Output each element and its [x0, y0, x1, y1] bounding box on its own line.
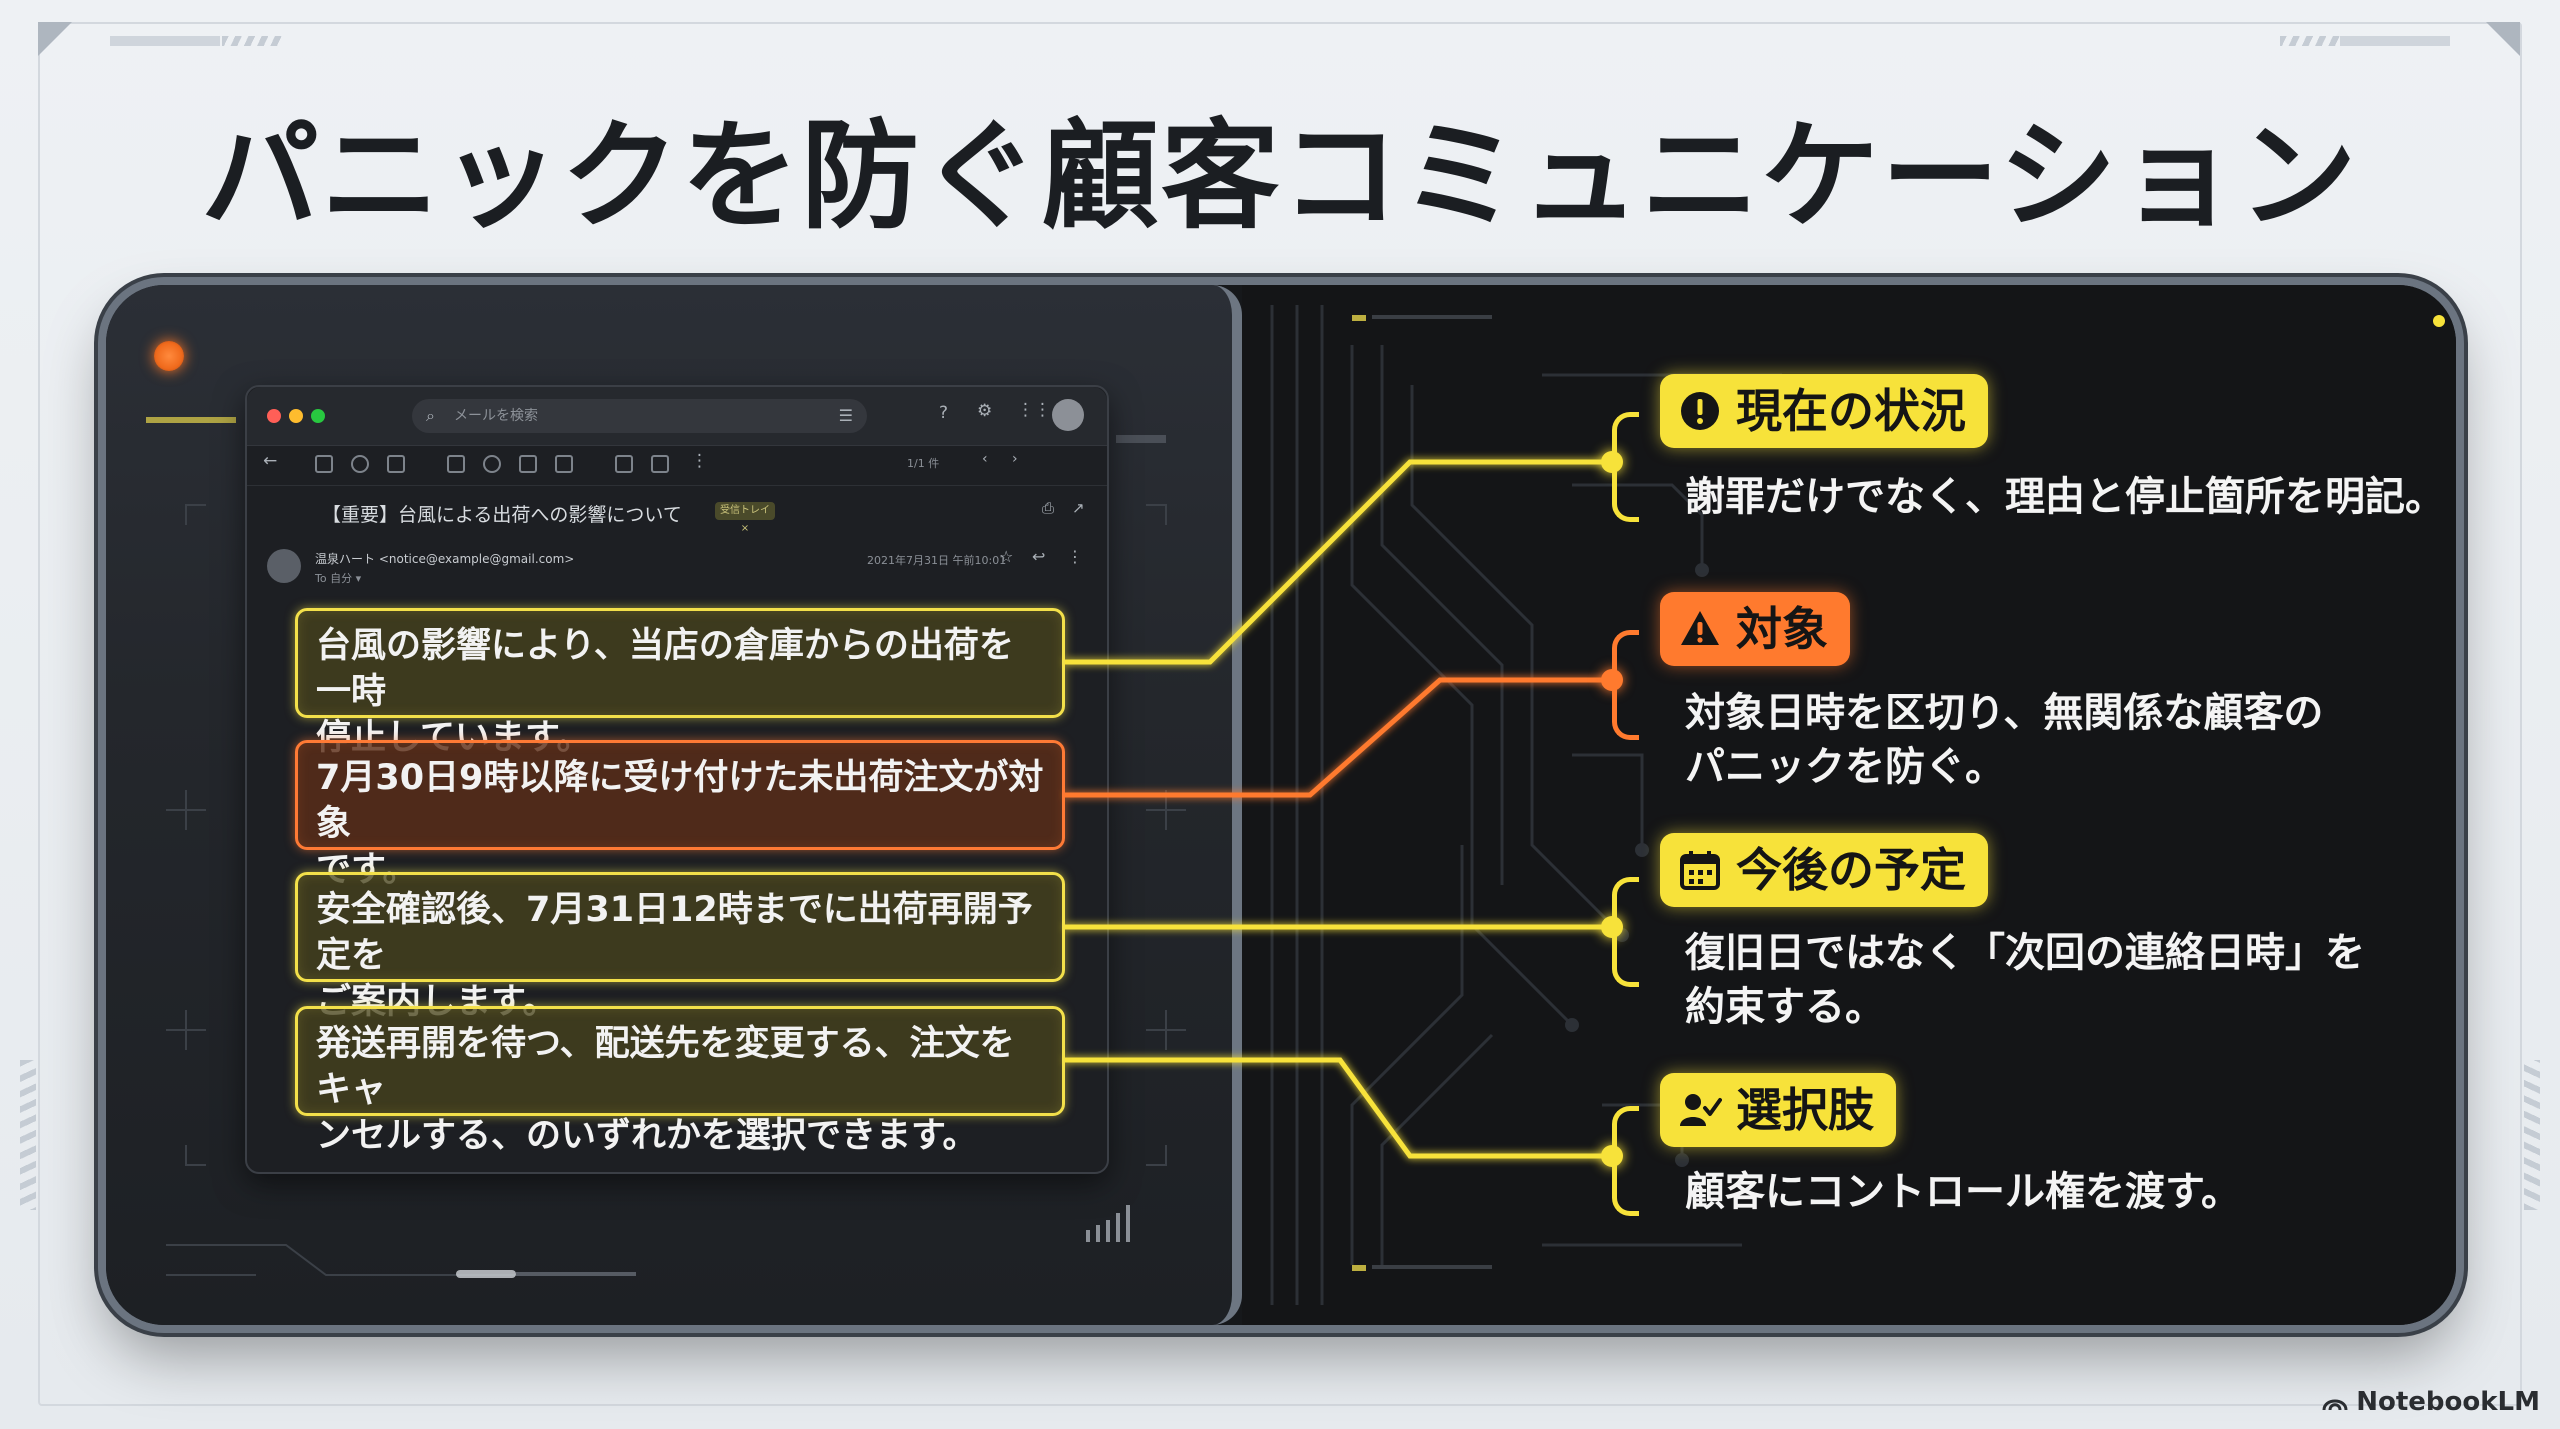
- task-icon[interactable]: [519, 455, 537, 473]
- node-options: [1601, 1145, 1623, 1167]
- deco-slash-right: [2524, 1060, 2540, 1210]
- archive-icon[interactable]: [315, 455, 333, 473]
- inbox-tag[interactable]: 受信トレイ ×: [715, 502, 775, 534]
- star-icon[interactable]: ☆: [999, 547, 1014, 566]
- message-count: 1/1 件: [907, 457, 940, 470]
- message-line: 発送再開を待つ、配送先を変更する、注文をキャ: [316, 1024, 1015, 1110]
- reply-icon[interactable]: ↩: [1032, 547, 1046, 566]
- window-minimize-dot[interactable]: [289, 409, 303, 423]
- email-more-icon[interactable]: ⋮: [1067, 547, 1083, 566]
- avatar[interactable]: [1052, 399, 1084, 431]
- message-box-target: 7月30日9時以降に受け付けた未出荷注文が対象 です。: [295, 740, 1065, 890]
- callout-desc-situation: 謝罪だけでなく、理由と停止箇所を明記。: [1685, 470, 2445, 524]
- message-box-schedule: 安全確認後、7月31日12時までに出荷再開予定を ご案内します。: [295, 872, 1065, 1022]
- email-titlebar: ⌕ メールを検索 ☰ ? ⚙ ⋮⋮: [247, 387, 1107, 446]
- open-new-icon[interactable]: ↗: [1072, 499, 1085, 517]
- deco-slash-top-right: [2280, 36, 2340, 46]
- callout-desc-line: 顧客にコントロール権を渡す。: [1685, 1169, 2241, 1215]
- warning-triangle-icon: [1681, 611, 1719, 645]
- search-input[interactable]: ⌕ メールを検索 ☰: [412, 399, 867, 433]
- email-toolbar: ← ⋮ 1/1 件 ‹ ›: [247, 445, 1107, 486]
- more-icon[interactable]: ⋮: [691, 451, 708, 471]
- prev-icon[interactable]: ‹: [982, 451, 988, 467]
- callout-desc-line: 対象日時を区切り、無関係な顧客の: [1685, 690, 2324, 736]
- message-box-options: 発送再開を待つ、配送先を変更する、注文をキャ ンセルする、のいずれかを選択できま…: [295, 1006, 1065, 1156]
- message-box-situation: 台風の影響により、当店の倉庫からの出荷を一時 停止しています。: [295, 608, 1065, 758]
- message-line: ンセルする、のいずれかを選択できます。: [316, 1116, 978, 1156]
- callout-label: 今後の予定: [1736, 843, 1966, 897]
- callout-badge-target: 対象: [1660, 592, 1850, 666]
- print-icon[interactable]: ⎙: [1042, 499, 1055, 517]
- exclamation-circle-icon: [1681, 392, 1719, 430]
- deco-bar-top-right: [2340, 36, 2450, 46]
- clock-icon[interactable]: [483, 455, 501, 473]
- mail-icon[interactable]: [447, 455, 465, 473]
- window-close-dot[interactable]: [267, 409, 281, 423]
- callout-desc-options: 顧客にコントロール権を渡す。: [1685, 1165, 2241, 1219]
- recipient[interactable]: To 自分 ▾: [315, 572, 362, 585]
- camera-dot: [154, 341, 184, 371]
- label-icon[interactable]: [651, 455, 669, 473]
- callout-label: 対象: [1736, 602, 1828, 656]
- callout-desc-schedule: 復旧日ではなく「次回の連絡日時」を 約束する。: [1685, 926, 2365, 1034]
- corner-decoration-tl: [38, 22, 72, 56]
- node-situation: [1601, 451, 1623, 473]
- page-title: パニックを防ぐ顧客コミュニケーション: [201, 107, 2359, 245]
- back-arrow-icon[interactable]: ←: [263, 451, 278, 471]
- callout-label: 選択肢: [1736, 1083, 1874, 1137]
- deco-slash-top-left: [222, 36, 282, 46]
- report-icon[interactable]: [351, 455, 369, 473]
- deco-bar-top-left: [110, 36, 220, 46]
- apps-grid-icon[interactable]: ⋮⋮: [1017, 400, 1051, 420]
- email-date: 2021年7月31日 午前10:01: [867, 554, 1007, 567]
- brand-name: NotebookLM: [2356, 1387, 2540, 1417]
- calendar-icon: [1680, 851, 1720, 890]
- search-placeholder: メールを検索: [454, 408, 538, 424]
- user-check-icon: [1680, 1094, 1722, 1126]
- window-maximize-dot[interactable]: [311, 409, 325, 423]
- callout-desc-line: 約束する。: [1685, 984, 1885, 1030]
- node-schedule: [1601, 916, 1623, 938]
- message-line: 安全確認後、7月31日12時までに出荷再開予定を: [316, 890, 1033, 976]
- node-target: [1601, 669, 1623, 691]
- move-icon[interactable]: [555, 455, 573, 473]
- callout-label: 現在の状況: [1736, 384, 1966, 438]
- callout-desc-target: 対象日時を区切り、無関係な顧客の パニックを防ぐ。: [1685, 686, 2323, 794]
- message-line: 7月30日9時以降に受け付けた未出荷注文が対象: [316, 758, 1044, 844]
- notebooklm-logo-icon: [2322, 1399, 2348, 1411]
- search-icon: ⌕: [426, 406, 435, 425]
- callout-badge-schedule: 今後の予定: [1660, 833, 1988, 907]
- callout-badge-situation: 現在の状況: [1660, 374, 1988, 448]
- callout-desc-line: パニックを防ぐ。: [1685, 744, 2005, 790]
- folder-icon[interactable]: [615, 455, 633, 473]
- filter-icon[interactable]: ☰: [838, 406, 853, 425]
- callout-desc-line: 復旧日ではなく「次回の連絡日時」を: [1685, 930, 2365, 976]
- corner-decoration-tr: [2486, 22, 2520, 56]
- settings-icon[interactable]: ⚙: [977, 401, 993, 421]
- deco-slash-left: [20, 1060, 36, 1210]
- delete-icon[interactable]: [387, 455, 405, 473]
- help-icon[interactable]: ?: [939, 403, 949, 423]
- sender-avatar: [267, 549, 301, 583]
- brand-logo: NotebookLM: [2322, 1387, 2540, 1417]
- callout-desc-line: 謝罪だけでなく、理由と停止箇所を明記。: [1685, 474, 2445, 520]
- email-subject: 【重要】台風による出荷への影響について: [322, 504, 682, 526]
- outer-frame: [38, 22, 2522, 1406]
- next-icon[interactable]: ›: [1012, 451, 1018, 467]
- callout-badge-options: 選択肢: [1660, 1073, 1896, 1147]
- sender-name: 温泉ハート <notice@example@gmail.com>: [315, 552, 575, 566]
- message-line: 台風の影響により、当店の倉庫からの出荷を一時: [316, 626, 1014, 712]
